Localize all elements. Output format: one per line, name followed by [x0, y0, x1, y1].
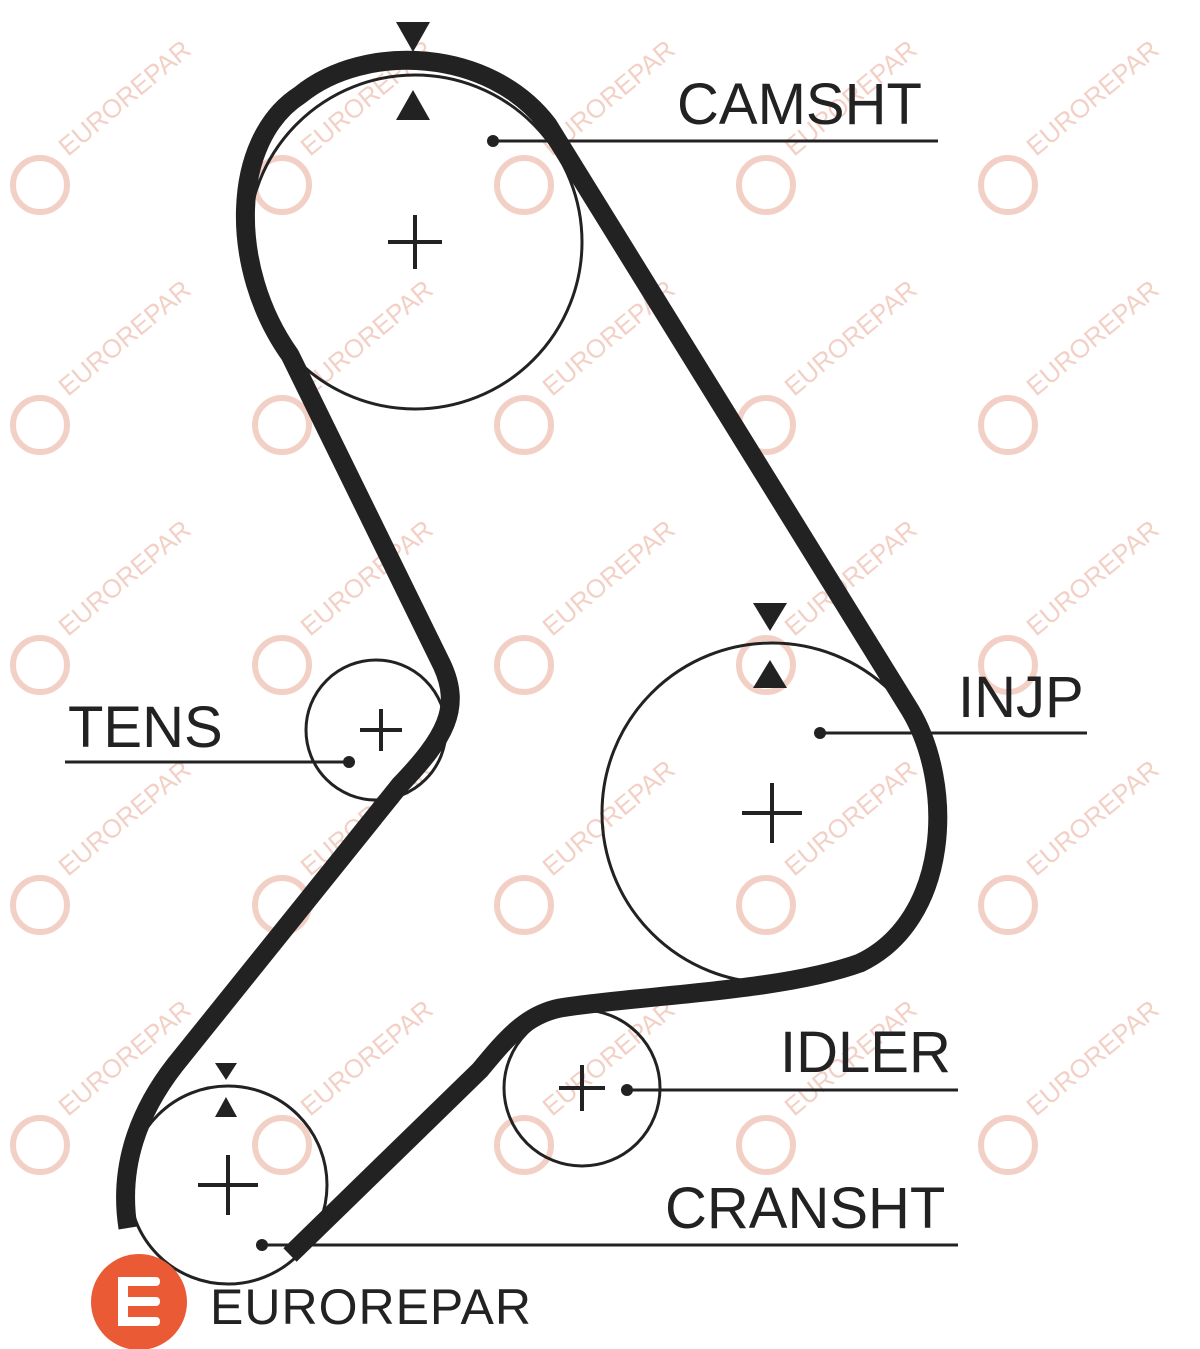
watermark-logo-icon [252, 1115, 312, 1175]
idler-label: IDLER [780, 1020, 951, 1085]
crankshaft-label: CRANSHT [665, 1176, 945, 1241]
watermark-logo-icon [494, 395, 554, 455]
watermark-logo-icon [494, 1115, 554, 1175]
watermark-logo-icon [978, 635, 1038, 695]
watermark-mark: EUROREPAR [10, 34, 197, 215]
watermark-text: EUROREPAR [1021, 274, 1165, 402]
injection-pump-leader [814, 727, 1087, 739]
watermark-logo-icon [10, 635, 70, 695]
injection-pump-timing-mark-icon [753, 603, 787, 688]
watermark-logo-icon [736, 635, 796, 695]
injection-pump-label: INJP [958, 665, 1084, 730]
watermark-mark: EUROREPAR [10, 514, 197, 695]
tensioner-leader [65, 756, 355, 768]
tensioner-label: TENS [68, 695, 223, 760]
camshaft-leader [487, 135, 938, 147]
camshaft-timing-mark-icon [396, 22, 430, 120]
watermark-logo-icon [10, 1115, 70, 1175]
watermark-logo-icon [10, 155, 70, 215]
brand-name: EUROREPAR [210, 1279, 532, 1335]
watermark-text: EUROREPAR [1021, 514, 1165, 642]
watermark-logo-icon [252, 395, 312, 455]
camshaft-label: CAMSHT [677, 72, 922, 137]
eurorepar-logo: EUROREPAR [91, 1254, 532, 1349]
watermark-mark: EUROREPAR [978, 754, 1165, 935]
watermark-logo-icon [10, 395, 70, 455]
watermark-text: EUROREPAR [537, 514, 681, 642]
watermark-logo-icon [736, 875, 796, 935]
watermark-text: EUROREPAR [779, 754, 923, 882]
crankshaft-leader [256, 1239, 958, 1251]
watermark-text: EUROREPAR [53, 754, 197, 882]
watermark-text: EUROREPAR [295, 994, 439, 1122]
watermark-logo-icon [252, 155, 312, 215]
timing-belt [116, 50, 948, 1262]
watermark-logo-icon [494, 155, 554, 215]
watermark-text: EUROREPAR [295, 274, 439, 402]
watermark-mark: EUROREPAR [736, 274, 923, 455]
watermark-mark: EUROREPAR [978, 34, 1165, 215]
idler-leader [621, 1084, 958, 1096]
crankshaft-timing-mark-icon [215, 1063, 237, 1117]
watermark-text: EUROREPAR [1021, 754, 1165, 882]
watermark-logo-icon [736, 155, 796, 215]
watermark-logo-icon [252, 635, 312, 695]
watermark-mark: EUROREPAR [978, 274, 1165, 455]
watermark-mark: EUROREPAR [736, 754, 923, 935]
watermark-logo-icon [494, 635, 554, 695]
watermark-logo-icon [978, 1115, 1038, 1175]
watermark-logo-icon [978, 395, 1038, 455]
watermark-mark: EUROREPAR [10, 274, 197, 455]
watermark-mark: EUROREPAR [736, 514, 923, 695]
watermark-mark: EUROREPAR [252, 274, 439, 455]
watermark-text: EUROREPAR [53, 514, 197, 642]
watermark-logo-icon [978, 875, 1038, 935]
watermark-logo-icon [10, 875, 70, 935]
watermark-text: EUROREPAR [53, 274, 197, 402]
watermark-logo-icon [494, 875, 554, 935]
tensioner-pulley [304, 658, 448, 802]
watermark-text: EUROREPAR [779, 274, 923, 402]
watermark-text: EUROREPAR [1021, 994, 1165, 1122]
watermark-mark: EUROREPAR [10, 754, 197, 935]
watermark-mark: EUROREPAR [494, 754, 681, 935]
watermark-logo-icon [978, 155, 1038, 215]
watermark-mark: EUROREPAR [978, 994, 1165, 1175]
watermark-text: EUROREPAR [53, 34, 197, 162]
watermark-logo-icon [736, 1115, 796, 1175]
watermark-text: EUROREPAR [1021, 34, 1165, 162]
watermark-mark: EUROREPAR [494, 514, 681, 695]
